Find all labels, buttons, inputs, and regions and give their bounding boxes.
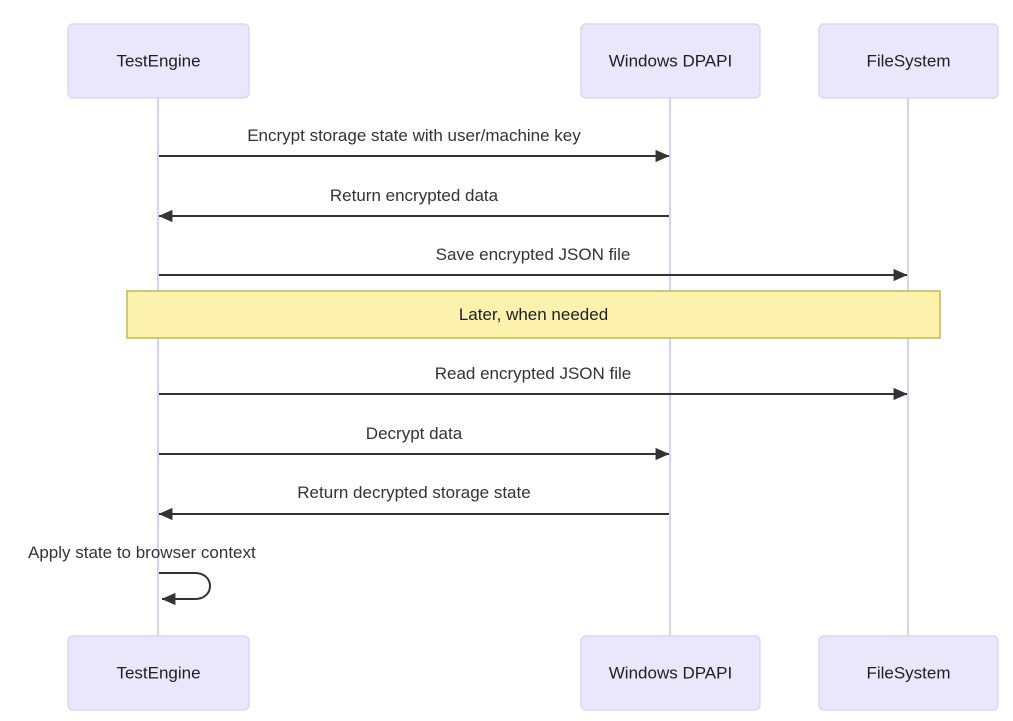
participant-label: Windows DPAPI bbox=[609, 663, 732, 682]
lifelines-group bbox=[156, 98, 910, 636]
participant-box[interactable] bbox=[818, 23, 999, 99]
message-label: Return encrypted data bbox=[330, 186, 499, 205]
participant-box[interactable] bbox=[67, 635, 250, 711]
participant-box[interactable] bbox=[580, 23, 761, 99]
participant-top-filesystem[interactable]: FileSystem bbox=[818, 23, 999, 99]
participant-top-testengine[interactable]: TestEngine bbox=[67, 23, 250, 99]
note-later-when-needed[interactable]: Later, when needed bbox=[126, 290, 941, 339]
participant-top-dpapi[interactable]: Windows DPAPI bbox=[580, 23, 761, 99]
participants-top: TestEngine Windows DPAPI FileSystem bbox=[67, 23, 999, 99]
participant-bottom-filesystem[interactable]: FileSystem bbox=[818, 635, 999, 711]
message-read-encrypted-json-file[interactable]: Read encrypted JSON file bbox=[159, 364, 908, 401]
message-return-encrypted-data[interactable]: Return encrypted data bbox=[158, 186, 669, 223]
participants-bottom: TestEngine Windows DPAPI FileSystem bbox=[67, 635, 999, 711]
participant-bottom-dpapi[interactable]: Windows DPAPI bbox=[580, 635, 761, 711]
messages-group: Encrypt storage state with user/machine … bbox=[158, 126, 908, 521]
note-box[interactable] bbox=[126, 290, 941, 339]
message-decrypt-data[interactable]: Decrypt data bbox=[159, 424, 670, 461]
participant-box[interactable] bbox=[580, 635, 761, 711]
message-save-encrypted-json-file[interactable]: Save encrypted JSON file bbox=[159, 245, 908, 282]
message-label: Decrypt data bbox=[366, 424, 463, 443]
self-message-label: Apply state to browser context bbox=[28, 543, 256, 562]
participant-label: Windows DPAPI bbox=[609, 51, 732, 70]
message-return-decrypted-storage-state[interactable]: Return decrypted storage state bbox=[158, 483, 669, 521]
message-encrypt-storage-state[interactable]: Encrypt storage state with user/machine … bbox=[159, 126, 670, 163]
participant-label: TestEngine bbox=[116, 663, 200, 682]
message-label: Save encrypted JSON file bbox=[436, 245, 631, 264]
participant-label: TestEngine bbox=[116, 51, 200, 70]
self-message-loop[interactable] bbox=[159, 572, 211, 606]
message-label: Encrypt storage state with user/machine … bbox=[247, 126, 581, 145]
note-label: Later, when needed bbox=[459, 305, 608, 324]
participant-bottom-testengine[interactable]: TestEngine bbox=[67, 635, 250, 711]
participant-label: FileSystem bbox=[866, 663, 950, 682]
message-label: Return decrypted storage state bbox=[297, 483, 530, 502]
message-label: Read encrypted JSON file bbox=[435, 364, 632, 383]
participant-box[interactable] bbox=[67, 23, 250, 99]
participant-box[interactable] bbox=[818, 635, 999, 711]
participant-label: FileSystem bbox=[866, 51, 950, 70]
self-message-apply-state[interactable]: Apply state to browser context bbox=[28, 543, 256, 606]
